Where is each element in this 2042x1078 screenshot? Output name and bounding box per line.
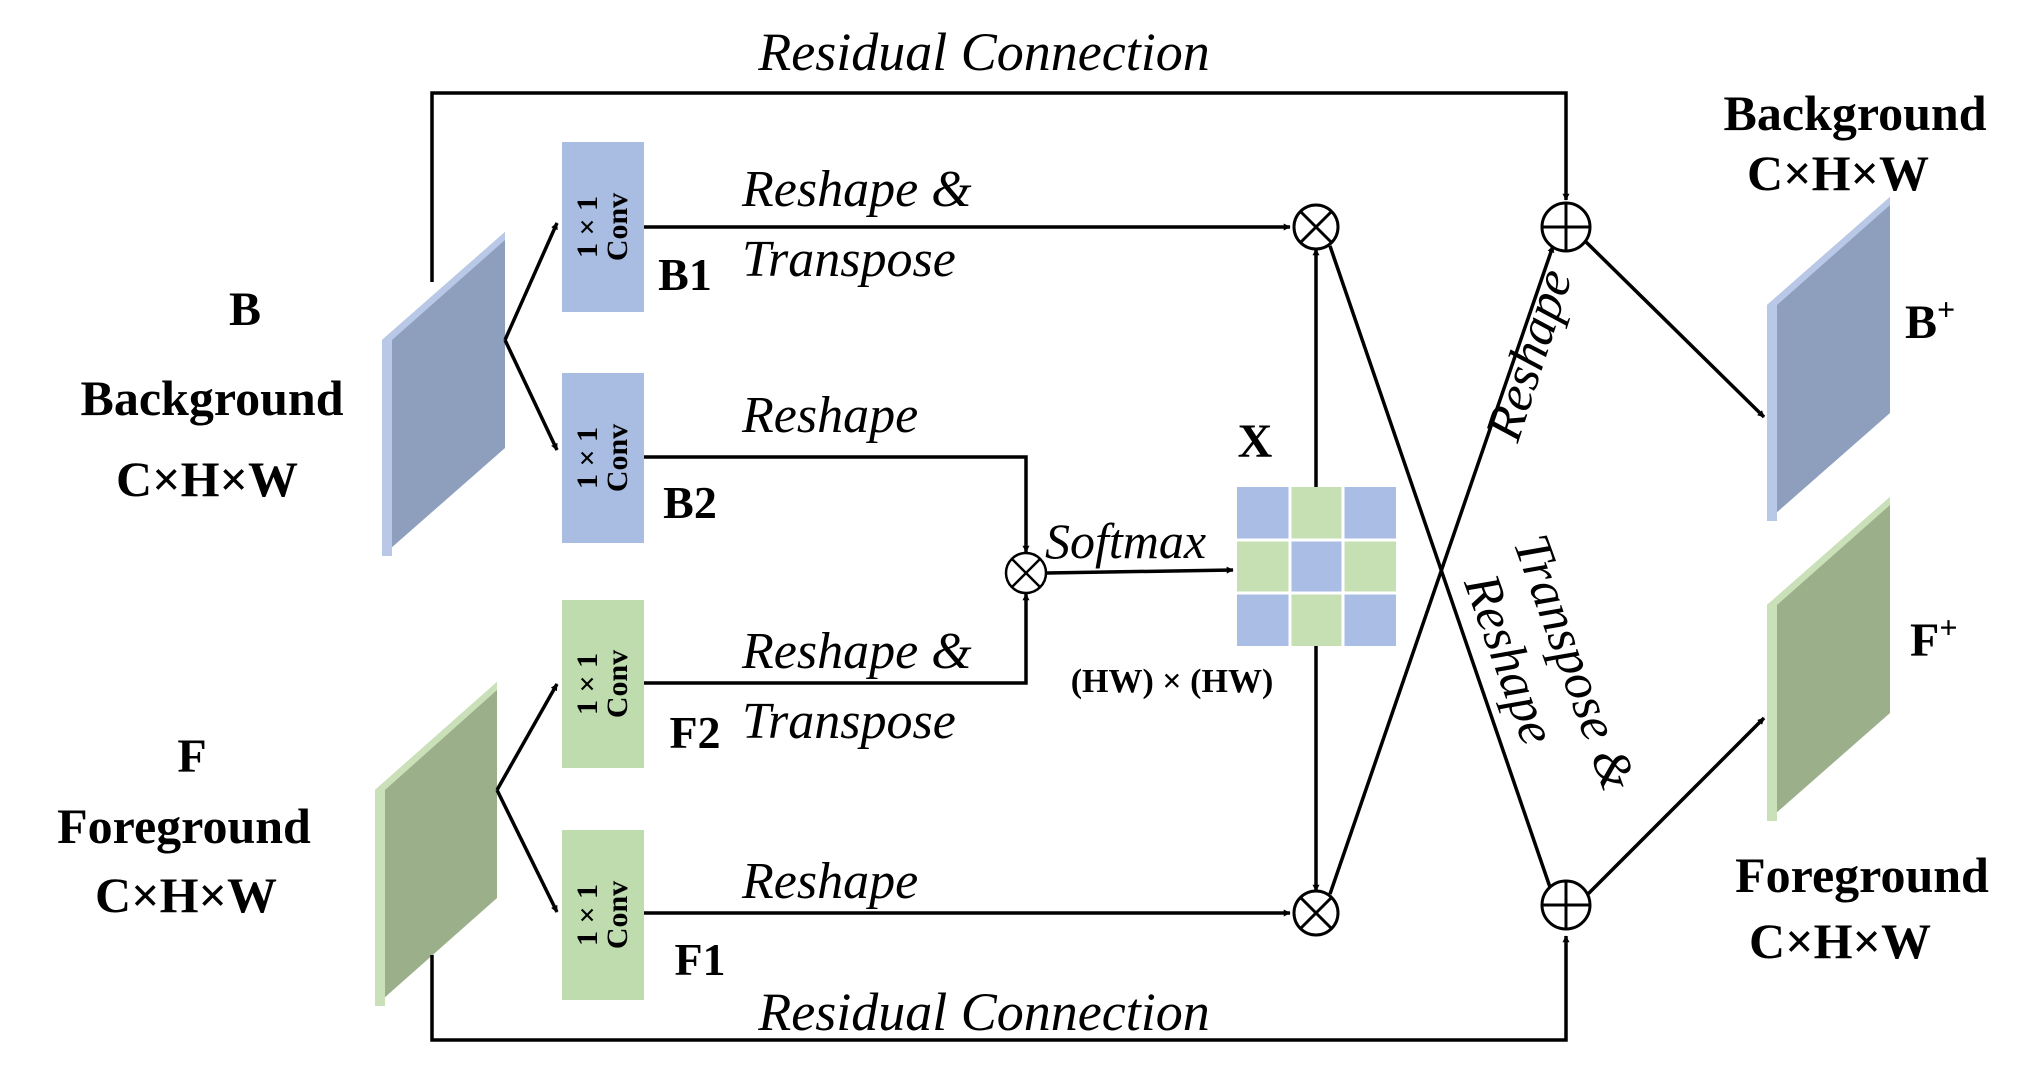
f-input-face	[375, 682, 497, 1006]
b-plus-edge	[1767, 197, 1890, 521]
f-plus-face	[1767, 497, 1890, 821]
multiply-top-icon	[1292, 203, 1340, 251]
f-letter: F	[177, 730, 206, 783]
b-plus-block	[1767, 197, 1890, 521]
x-label: X	[1238, 415, 1273, 468]
x-cell	[1343, 540, 1396, 593]
reshape-diag-label: Reshape	[1475, 262, 1584, 448]
conv-b2-label: 1 × 1 Conv	[571, 424, 634, 492]
b-input-face	[382, 232, 505, 556]
b-dims: C×H×W	[116, 451, 298, 507]
f-name: Foreground	[57, 798, 311, 854]
reshape-b2-label: Reshape	[741, 387, 918, 444]
add-top-icon	[1540, 201, 1592, 253]
softmax-label: Softmax	[1045, 513, 1206, 569]
x-cell	[1237, 540, 1290, 593]
mul-center-to-x-arrow	[1046, 566, 1234, 575]
residual-top-label: Residual Connection	[757, 22, 1209, 82]
x-matrix-grid	[1237, 487, 1396, 646]
reshape-diag-group: Reshape	[1475, 262, 1584, 448]
b1-label: B1	[658, 249, 712, 300]
b-input-edge	[382, 232, 505, 556]
out-f-name: Foreground	[1735, 847, 1989, 903]
conv-f1-label: 1 × 1 Conv	[571, 881, 634, 949]
conv-b1-bottom: Conv	[601, 193, 634, 261]
x-cell	[1237, 487, 1290, 540]
x-cell	[1290, 593, 1343, 646]
b-to-b1-arrow	[503, 222, 559, 341]
reshape-transpose-b1-line2: Transpose	[742, 231, 956, 288]
b-plus-face	[1767, 197, 1890, 521]
x-cell	[1290, 487, 1343, 540]
conv-f2-top: 1 × 1	[571, 653, 604, 715]
add-bottom-to-f-plus-arrow	[1582, 716, 1766, 900]
b2-to-mul-center-arrow	[644, 455, 1030, 553]
conv-f2-bottom: Conv	[601, 650, 634, 718]
x-cell	[1237, 593, 1290, 646]
multiply-center-icon	[1004, 551, 1048, 595]
out-b-name: Background	[1723, 85, 1986, 141]
f2-label: F2	[669, 707, 720, 758]
f-plus-block	[1767, 497, 1890, 821]
b-to-b2-arrow	[503, 339, 559, 451]
residual-top-line	[430, 91, 1570, 282]
out-f-dims: C×H×W	[1749, 913, 1931, 969]
f1-label: F1	[674, 934, 725, 985]
f-to-f1-arrow	[495, 789, 559, 913]
f-input-edge	[375, 682, 497, 1006]
conv-b2-box	[562, 373, 644, 543]
conv-b2-bottom: Conv	[601, 424, 634, 492]
b-letter: B	[229, 283, 261, 336]
f-plus-label: F+	[1910, 609, 1958, 667]
residual-bottom-line	[430, 935, 1570, 1042]
x-cell	[1343, 593, 1396, 646]
conv-f1-box	[562, 830, 644, 1000]
f-to-f2-arrow	[495, 683, 559, 791]
b-name: Background	[80, 370, 343, 426]
reshape-transpose-b1-line1: Reshape &	[741, 161, 972, 218]
x-cell	[1290, 540, 1343, 593]
conv-f2-box	[562, 600, 644, 768]
x-cell	[1343, 487, 1396, 540]
mul-bottom-to-add-top-arrow	[1328, 245, 1555, 895]
b2-label: B2	[663, 477, 717, 528]
conv-b1-box	[562, 142, 644, 312]
residual-bottom-label: Residual Connection	[757, 982, 1209, 1042]
reshape-transpose-f2-line2: Transpose	[742, 693, 956, 750]
x-dims-label: (HW) × (HW)	[1071, 663, 1274, 700]
out-b-dims: C×H×W	[1747, 145, 1929, 201]
reshape-transpose-f2-line1: Reshape &	[741, 623, 972, 680]
f2-to-mul-center-arrow	[644, 593, 1030, 685]
conv-f2-label: 1 × 1 Conv	[571, 650, 634, 718]
conv-b1-top: 1 × 1	[571, 196, 604, 258]
conv-f1-top: 1 × 1	[571, 884, 604, 946]
conv-b1-label: 1 × 1 Conv	[571, 193, 634, 261]
reshape-f1-label: Reshape	[741, 853, 918, 910]
b-plus-label: B+	[1905, 291, 1955, 349]
f-dims: C×H×W	[95, 867, 277, 923]
add-bottom-icon	[1540, 879, 1592, 931]
conv-f1-bottom: Conv	[601, 881, 634, 949]
add-top-to-b-plus-arrow	[1582, 238, 1766, 419]
b-input-block	[382, 232, 505, 556]
f-input-block	[375, 682, 497, 1006]
f-plus-edge	[1767, 497, 1890, 821]
conv-b2-top: 1 × 1	[571, 427, 604, 489]
multiply-bottom-icon	[1292, 889, 1340, 937]
